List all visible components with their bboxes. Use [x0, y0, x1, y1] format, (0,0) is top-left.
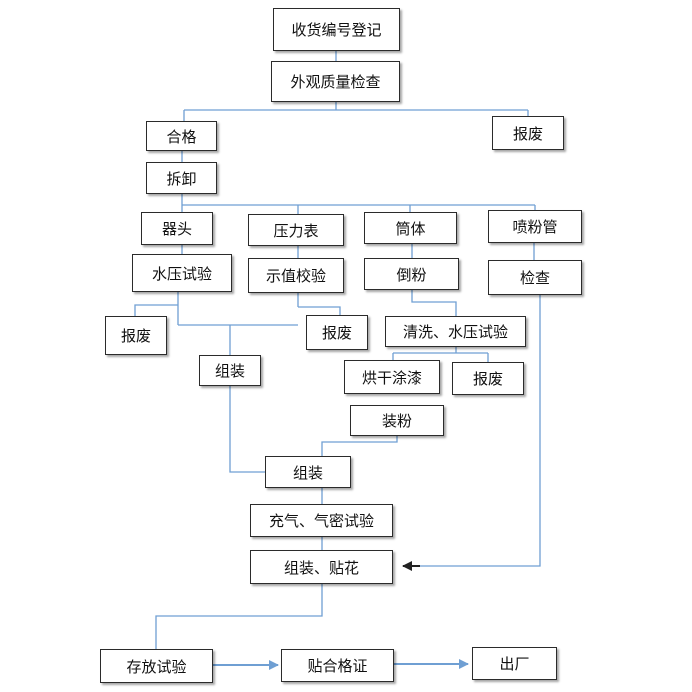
inspection-box: 检查 — [488, 260, 582, 295]
pressure-gauge-box: 压力表 — [248, 214, 344, 246]
inflate-leak-test-box: 充气、气密试验 — [250, 504, 393, 537]
receipt-registration-box: 收货编号登记 — [273, 8, 400, 51]
wash-hydro-test-box: 清洗、水压试验 — [385, 316, 526, 347]
connector-hydro-branches — [134, 292, 341, 355]
connector-labeling-to-storage — [155, 584, 323, 649]
assembly-box-1: 组装 — [199, 355, 261, 386]
connector-inspect-to-labeling — [420, 295, 541, 567]
connector-fill-to-assembly — [321, 436, 398, 456]
assembly-box-2: 组装 — [265, 456, 351, 488]
reading-calibration-box: 示值校验 — [248, 258, 344, 293]
scrap-box-3: 报废 — [306, 315, 368, 350]
attach-certificate-box: 贴合格证 — [281, 649, 394, 682]
pour-powder-box: 倒粉 — [364, 258, 459, 290]
connector-check-split — [183, 102, 529, 121]
valve-head-box: 器头 — [141, 212, 213, 245]
fill-powder-box: 装粉 — [350, 405, 444, 436]
scrap-box-1: 报废 — [492, 116, 564, 150]
scrap-box-2: 报废 — [105, 316, 167, 355]
connector-wash-branches — [392, 347, 489, 362]
shipment-box: 出厂 — [472, 647, 557, 680]
qualified-box: 合格 — [146, 121, 217, 151]
connector-disassembly-split — [181, 194, 536, 214]
assembly-labeling-box: 组装、贴花 — [250, 550, 393, 584]
connector-assembly1-to-assembly2 — [229, 386, 265, 473]
dry-coat-box: 烘干涂漆 — [344, 360, 440, 394]
connector-pour-to-wash — [411, 290, 457, 316]
hydro-test-box-1: 水压试验 — [132, 254, 232, 292]
spray-tube-box: 喷粉管 — [488, 210, 582, 243]
disassembly-box: 拆卸 — [146, 162, 217, 194]
scrap-box-4: 报废 — [452, 362, 524, 395]
visual-quality-check-box: 外观质量检查 — [271, 61, 400, 102]
cylinder-box: 筒体 — [364, 212, 457, 244]
storage-test-box: 存放试验 — [100, 649, 213, 683]
